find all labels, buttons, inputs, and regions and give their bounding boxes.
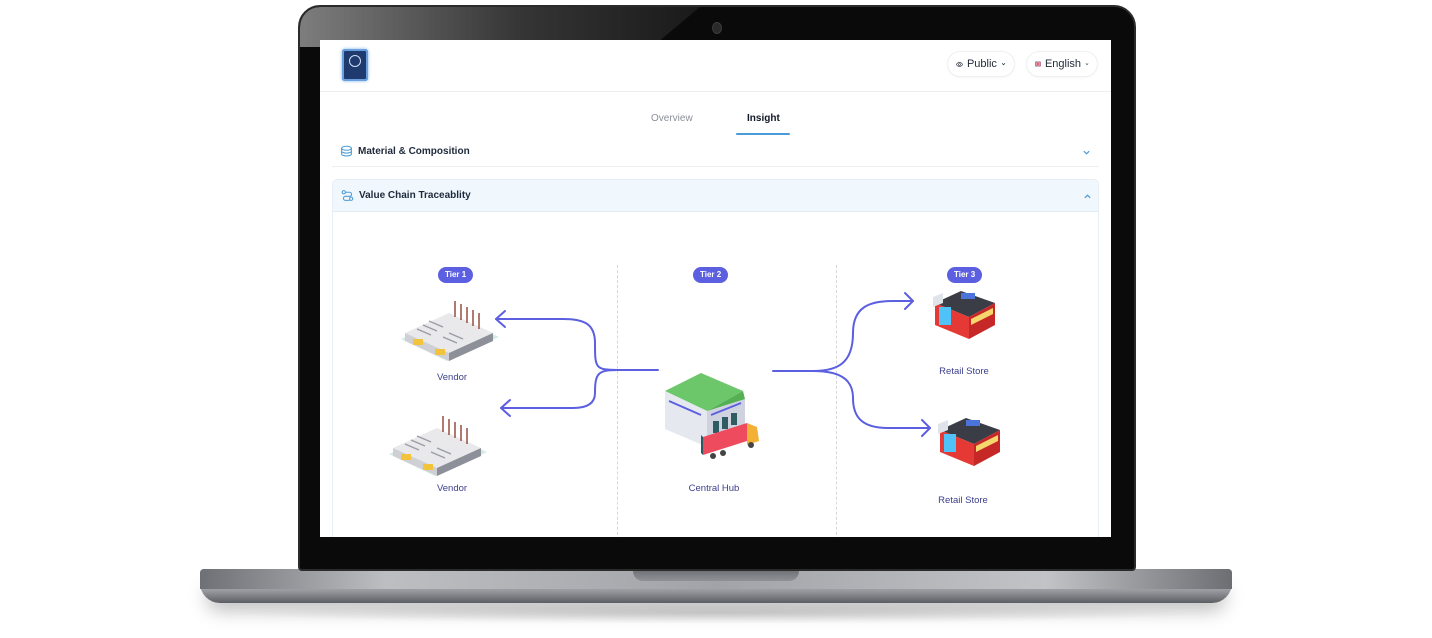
tab-bar: Overview Insight xyxy=(320,104,1111,136)
tier-divider xyxy=(836,265,837,537)
chevron-up-icon[interactable] xyxy=(1083,192,1092,201)
retail-store-icon xyxy=(938,418,1000,466)
chevron-down-icon[interactable] xyxy=(1082,148,1091,157)
tier-badge-2: Tier 2 xyxy=(693,267,729,283)
section-title: Material & Composition xyxy=(358,146,470,157)
visibility-dropdown[interactable]: Public xyxy=(947,51,1015,77)
tab-overview[interactable]: Overview xyxy=(651,113,693,124)
node-label-retail-store-2: Retail Store xyxy=(938,495,988,506)
laptop-notch xyxy=(633,569,799,581)
laptop-base xyxy=(200,569,1232,603)
eye-icon xyxy=(956,61,963,67)
node-label-retail-store-1: Retail Store xyxy=(939,366,989,377)
value-chain-diagram: Tier 1 Tier 2 Tier 3 xyxy=(333,213,1098,537)
layers-icon xyxy=(341,145,352,157)
chevron-down-icon xyxy=(1085,63,1089,65)
webcam xyxy=(712,22,722,34)
node-label-vendor-1: Vendor xyxy=(436,372,468,383)
warehouse-truck-icon xyxy=(665,373,759,459)
factory-icon xyxy=(401,301,499,361)
tier-divider xyxy=(617,265,618,537)
active-tab-indicator xyxy=(736,133,790,135)
logo-emblem-icon xyxy=(349,55,361,67)
laptop-shadow xyxy=(230,602,1202,624)
flow-arrows xyxy=(495,292,931,437)
section-material-composition[interactable]: Material & Composition xyxy=(332,140,1099,167)
section-title: Value Chain Traceablity xyxy=(359,190,471,201)
node-label-vendor-2: Vendor xyxy=(436,483,468,494)
retail-store-icon xyxy=(933,291,995,339)
tab-insight[interactable]: Insight xyxy=(747,113,780,124)
visibility-label: Public xyxy=(966,58,997,70)
section-value-chain: Value Chain Traceablity Tier 1 Tier 2 Ti… xyxy=(332,179,1099,537)
tier-badge-1: Tier 1 xyxy=(438,267,474,283)
factory-icon xyxy=(389,416,487,476)
tier-badge-3: Tier 3 xyxy=(947,267,983,283)
chevron-down-icon xyxy=(1001,63,1006,66)
section-header-value-chain[interactable]: Value Chain Traceablity xyxy=(333,180,1098,212)
route-icon xyxy=(341,190,354,201)
app-screen: Public English Overview Insight Material… xyxy=(320,40,1111,537)
brand-logo[interactable] xyxy=(342,49,368,81)
node-label-central-hub: Central Hub xyxy=(688,483,740,494)
uk-flag-icon xyxy=(1035,61,1041,67)
app-header: Public English xyxy=(320,40,1111,92)
language-label: English xyxy=(1044,58,1082,70)
language-dropdown[interactable]: English xyxy=(1026,51,1098,77)
